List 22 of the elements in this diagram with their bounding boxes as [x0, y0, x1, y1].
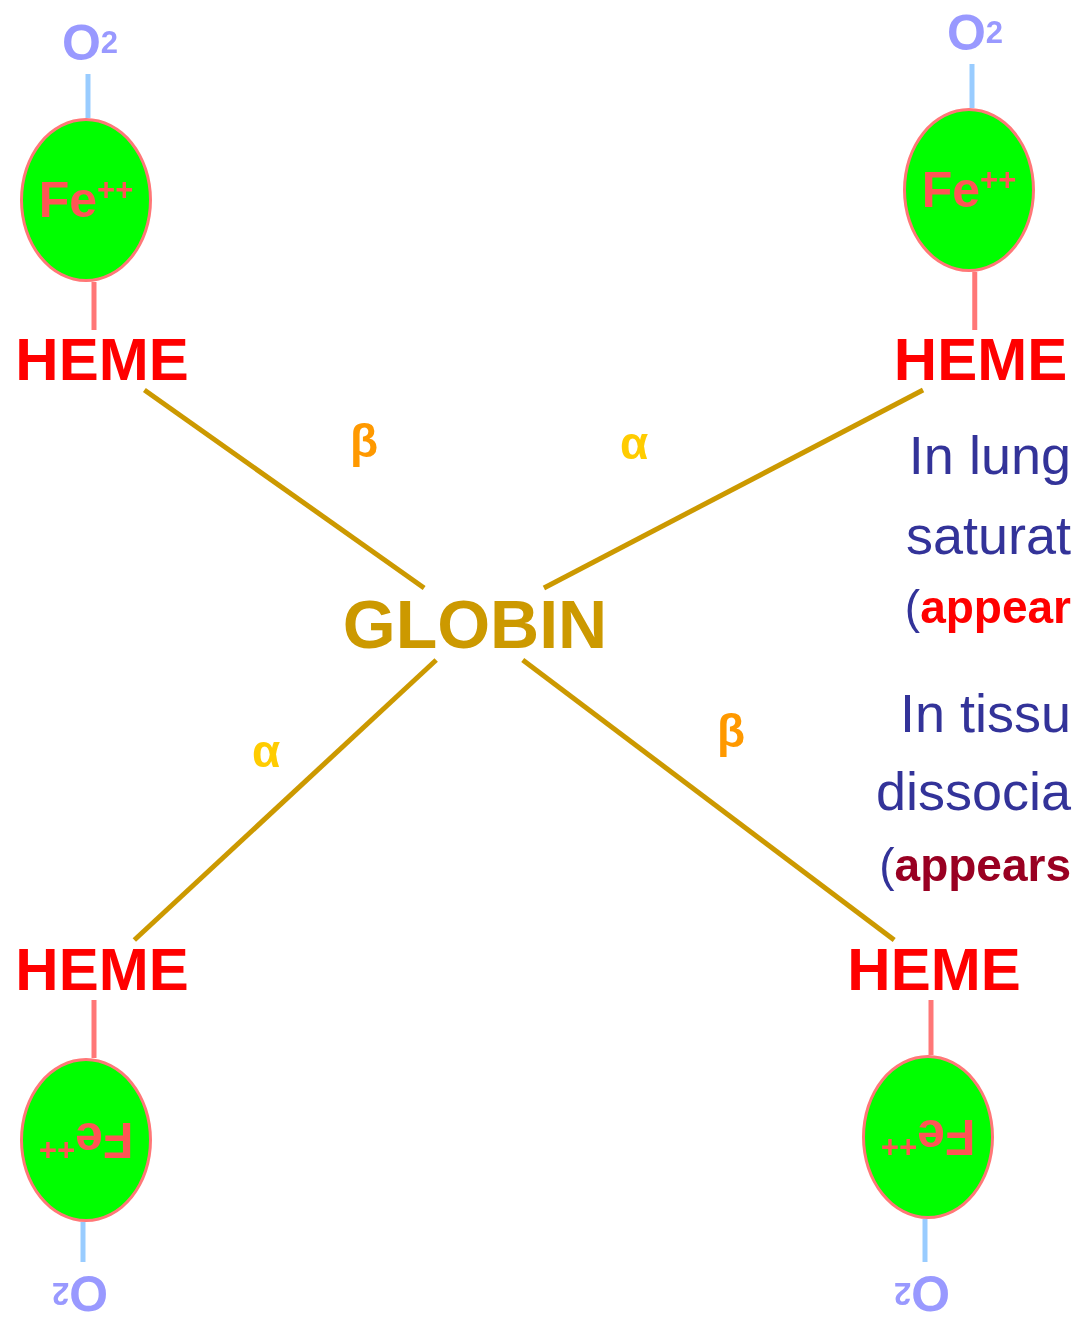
- globin-label: GLOBIN: [325, 588, 625, 660]
- connector-line: [928, 1000, 934, 1055]
- connector-line: [542, 387, 925, 591]
- heme-label: HEME: [888, 330, 1073, 390]
- connector-line: [142, 387, 426, 591]
- iron-ion-label: Fe$^{++}$: [921, 165, 1017, 215]
- heme-label: HEME: [8, 940, 196, 1000]
- note-text: saturat: [905, 508, 1071, 562]
- connector-line: [91, 282, 97, 330]
- heme-label: HEME: [8, 330, 196, 390]
- connector-line: [969, 64, 975, 108]
- note-text: In tissu: [899, 686, 1071, 740]
- connector-line: [922, 1219, 928, 1262]
- connector-line: [132, 658, 438, 942]
- connector-line: [80, 1222, 86, 1262]
- note-text: dissocia: [875, 764, 1071, 818]
- iron-ion-label: Fe$^{++}$: [38, 175, 134, 225]
- heme-label: HEME: [840, 940, 1028, 1000]
- connector-line: [85, 74, 91, 118]
- connector-line: [972, 272, 978, 330]
- connector-line: [521, 658, 896, 942]
- connector-line: [91, 1000, 97, 1058]
